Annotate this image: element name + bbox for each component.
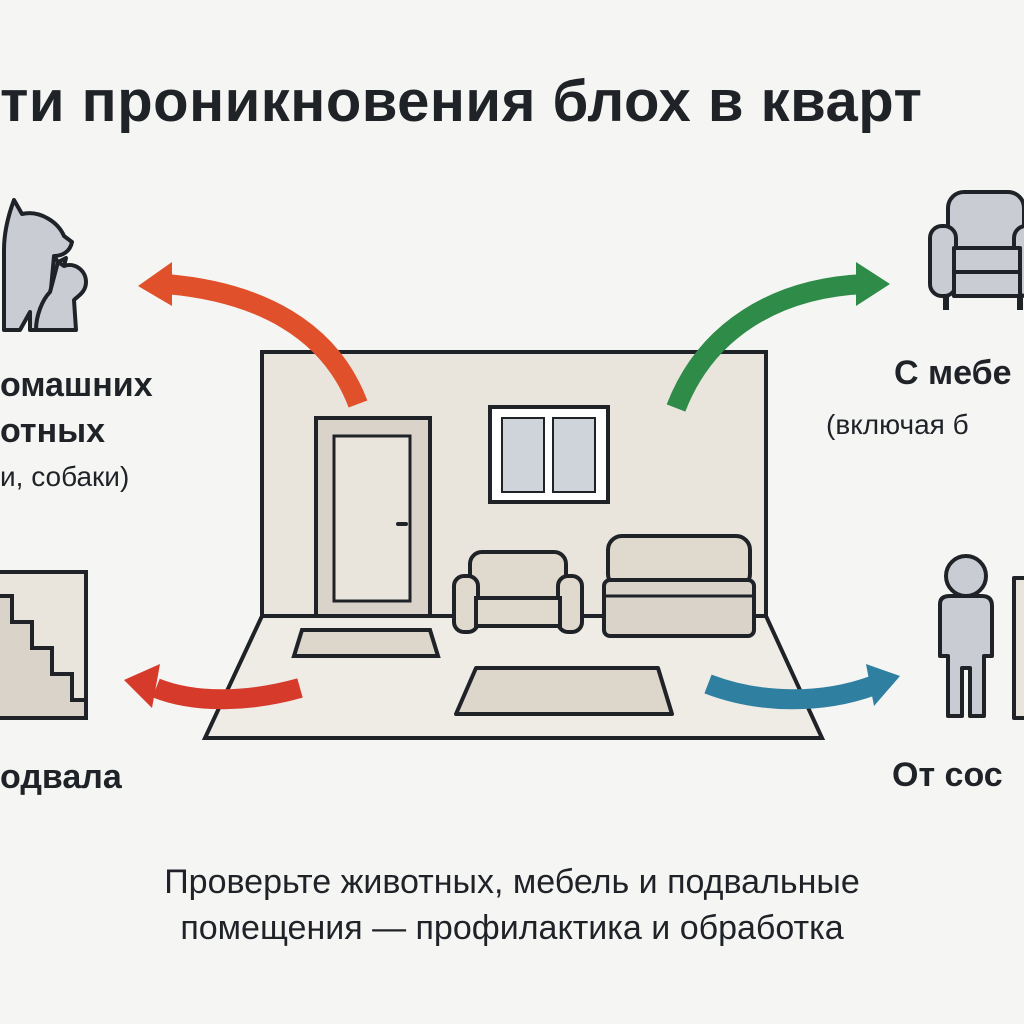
cat-dog-icon [2, 198, 88, 332]
page-title: ти проникновения блох в кварт [0, 69, 923, 134]
room-armchair [452, 550, 584, 634]
stairs-icon [0, 570, 88, 720]
caption-line2: помещения — профилактика и обработка [180, 909, 844, 947]
basement-label: одвала [0, 758, 122, 796]
furniture-label-line1: С мебе [894, 354, 1012, 392]
room-sofa [602, 534, 756, 638]
arrow-pets [138, 262, 368, 408]
caption-line1: Проверьте животных, мебель и подвальные [164, 863, 860, 901]
pets-label-line3: и, собаки) [0, 461, 130, 492]
person-icon [938, 554, 1024, 720]
furniture-label-line2: (включая б [826, 409, 969, 440]
arrow-furniture [666, 262, 890, 412]
window [488, 405, 610, 504]
rug-small [291, 628, 441, 658]
neighbors-label: От сос [892, 756, 1003, 794]
arrow-neighbors [704, 664, 900, 710]
rug-large [454, 666, 674, 716]
armchair-icon [928, 190, 1024, 310]
pets-label-line1: омашних [0, 366, 153, 404]
arrow-basement [124, 664, 303, 710]
door [314, 416, 432, 618]
pets-label-line2: отных [0, 412, 106, 450]
